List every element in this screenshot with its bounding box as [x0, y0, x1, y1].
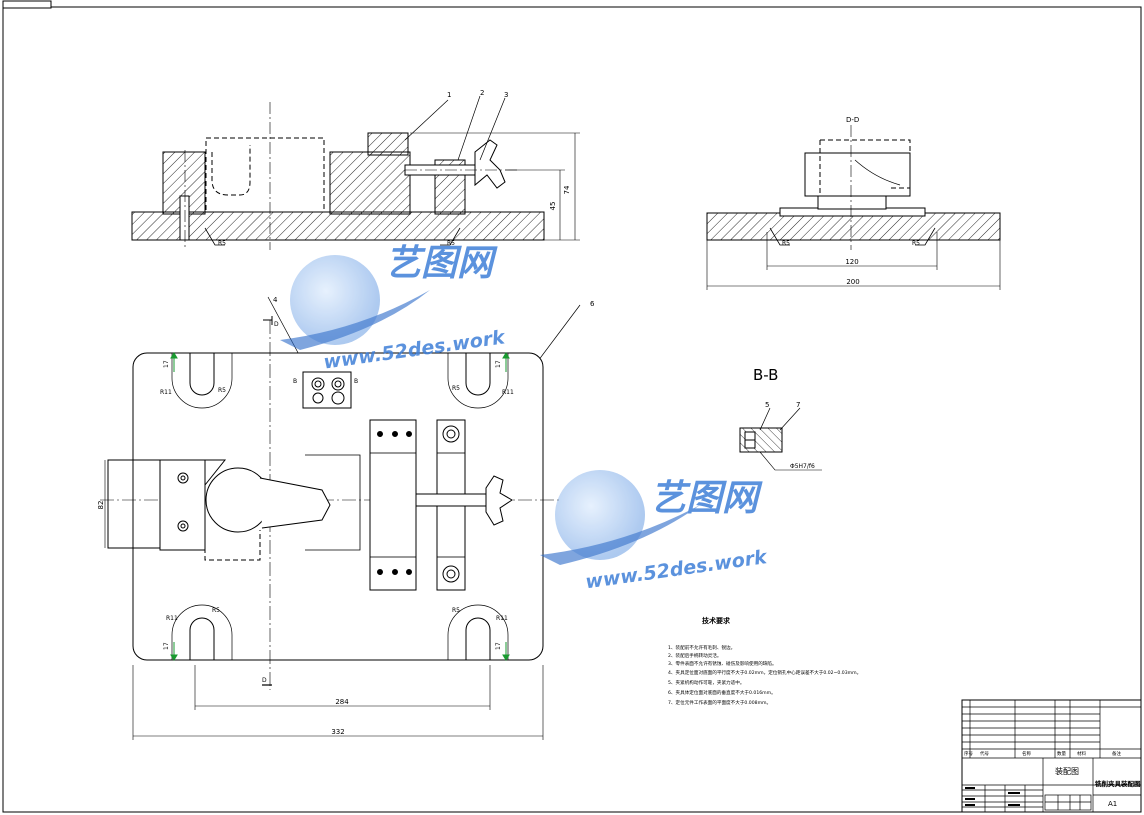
- dim-side-outer: 200: [846, 278, 859, 286]
- hole-label-7: R5: [452, 607, 460, 614]
- tb-header-name: 名称: [1022, 750, 1031, 757]
- section-b-b-label: B-B: [753, 366, 778, 384]
- hole-label-6: R5: [212, 607, 220, 614]
- watermark-logo-lower: 艺图网 www.52des.work: [540, 470, 769, 593]
- hole-label-4: R11: [502, 389, 514, 396]
- side-roughness-right: R5: [912, 240, 920, 247]
- side-view: [706, 125, 1001, 290]
- balloon-2: 2: [480, 89, 484, 97]
- dim-side-inner: 120: [845, 258, 858, 266]
- watermark-brand-upper: 艺图网: [385, 243, 498, 284]
- watermark-brand-lower: 艺图网: [650, 478, 763, 519]
- balloon-7: 7: [796, 401, 800, 409]
- tb-header-qty: 数量: [1057, 750, 1066, 757]
- section-mark-d-top: D: [274, 321, 279, 328]
- left-locating-body: [159, 459, 206, 551]
- tech-req-title: 技术要求: [702, 616, 731, 625]
- dim-front-mid-height: 45: [549, 202, 557, 211]
- tb-header-seq: 序号: [964, 750, 973, 757]
- top-block-section: [367, 132, 409, 156]
- dim-front-total-height: 74: [563, 185, 571, 194]
- tech-req-item-7: 7、定位元件工作表面的平面度不大于0.008mm。: [668, 699, 771, 706]
- side-workpiece: [817, 194, 887, 210]
- slot-width-3: 17: [163, 642, 170, 650]
- section-mark-b-left: B: [293, 378, 297, 385]
- balloon-6: 6: [590, 300, 595, 308]
- tech-req-item-2: 2、装配后手柄转动灵活。: [668, 652, 721, 659]
- slot-width-4: 17: [495, 642, 502, 650]
- hole-label-1: R11: [160, 389, 172, 396]
- tb-header-remark: 备注: [1112, 750, 1121, 757]
- balloon-3: 3: [504, 91, 508, 99]
- workpiece-outline: [205, 137, 325, 213]
- section-mark-d-bottom: D: [262, 677, 267, 684]
- balloon-1: 1: [447, 91, 451, 99]
- hole-label-5: R11: [166, 615, 178, 622]
- plan-handle: [485, 475, 513, 526]
- balloon-5: 5: [765, 401, 769, 409]
- side-upper-block: [804, 152, 911, 197]
- front-roughness-left: R5: [218, 240, 226, 247]
- slot-width-1: 17: [163, 360, 170, 368]
- front-roughness-right: R5: [447, 240, 455, 247]
- workpiece-hook-outline: [211, 145, 251, 196]
- section-b-b-view: [739, 427, 822, 471]
- tb-drawing-name: 装配图: [1055, 766, 1079, 776]
- dim-left-height: 82: [97, 501, 105, 510]
- clamp-lever: [259, 477, 331, 529]
- title-block-fill-marks: [965, 787, 1020, 806]
- section-fit-label: Φ5H7/f6: [790, 463, 815, 470]
- side-roughness-left: R5: [782, 240, 790, 247]
- tb-product-name: 铣削夹具装配图: [1095, 779, 1141, 788]
- handle-knob: [474, 139, 506, 189]
- hole-label-2: R5: [218, 387, 226, 394]
- lead-screw: [415, 493, 489, 507]
- front-view: [131, 102, 580, 250]
- slot-top-right: [465, 353, 491, 396]
- slot-width-2: 17: [495, 360, 502, 368]
- side-view-label: D-D: [846, 116, 859, 124]
- dim-hole-pitch: 284: [335, 698, 349, 706]
- tb-header-code: 代号: [980, 750, 989, 757]
- v-block: [369, 419, 417, 591]
- tech-req-item-4: 4、夹具定位面对底面的平行度不大于0.02mm，定位销孔中心距误差不大于0.02…: [668, 669, 861, 676]
- tech-req-item-1: 1、装配前不允许有毛刺、锐边。: [668, 644, 735, 651]
- slot-top-left: [189, 353, 215, 396]
- section-mark-b-right: B: [354, 378, 358, 385]
- slot-bottom-left: [189, 617, 215, 660]
- base-plate-section: [131, 211, 545, 241]
- tb-header-material: 材料: [1077, 750, 1086, 757]
- drawing-border: [2, 6, 1142, 813]
- dim-overall-length: 332: [331, 728, 344, 736]
- corner-tab: [2, 0, 52, 9]
- side-base-section: [706, 212, 1001, 241]
- tech-req-item-3: 3、零件表面不允许有锈蚀、碰伤及影响使用的缺陷。: [668, 660, 777, 667]
- plan-view: [100, 316, 560, 740]
- hole-label-8: R11: [496, 615, 508, 622]
- balloon-4: 4: [273, 296, 278, 304]
- pin-section: [179, 195, 190, 241]
- hole-label-3: R5: [452, 385, 460, 392]
- tech-req-item-5: 5、夹紧机构动作可靠，夹紧力适中。: [668, 679, 744, 686]
- title-block: [961, 699, 1142, 813]
- slot-bottom-right: [465, 617, 491, 660]
- tech-req-item-6: 6、夹具体定位面对底面的垂直度不大于0.016mm。: [668, 689, 776, 696]
- tb-sheet-size: A1: [1108, 800, 1117, 808]
- locating-block: [302, 371, 352, 409]
- body-block-section: [329, 151, 411, 215]
